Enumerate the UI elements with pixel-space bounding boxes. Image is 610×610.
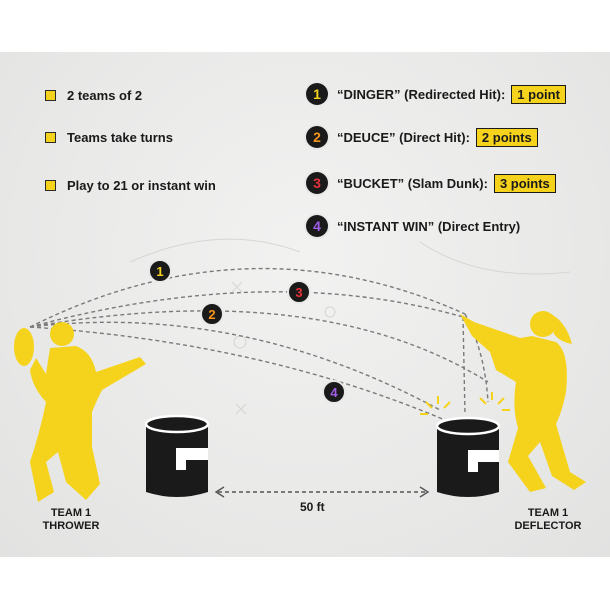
- svg-text:4: 4: [330, 385, 338, 400]
- deflector-silhouette-icon: [460, 311, 586, 492]
- marker-3: 3: [287, 280, 311, 304]
- svg-text:1: 1: [156, 264, 163, 279]
- marker-1: 1: [148, 259, 172, 283]
- scoring-name: “INSTANT WIN” (Direct Entry): [337, 218, 521, 234]
- thrower-caption-line2: THROWER: [42, 520, 100, 532]
- game-panel: 2 teams of 2 Teams take turns Play to 21…: [0, 52, 610, 557]
- number-badge: 3: [306, 172, 328, 194]
- trajectory-4: [29, 326, 446, 421]
- rule-item: 2 teams of 2: [45, 88, 142, 103]
- rule-label: Teams take turns: [67, 130, 173, 145]
- trajectory-1: [29, 267, 466, 328]
- rule-label: Play to 21 or instant win: [67, 178, 216, 193]
- thrower-caption: TEAM 1 THROWER: [34, 507, 108, 533]
- thrower-silhouette-icon: [14, 322, 146, 502]
- distance-arrow: [214, 486, 430, 498]
- trajectory-2: [29, 321, 441, 411]
- background-decor: [129, 238, 571, 415]
- scoring-name: “BUCKET” (Slam Dunk):: [337, 175, 488, 191]
- deflector-caption-line1: TEAM 1: [527, 507, 569, 519]
- trajectory-shared: [29, 291, 464, 328]
- number-badge: 2: [306, 126, 328, 148]
- points-badge: 2 points: [475, 127, 538, 147]
- svg-text:3: 3: [295, 285, 302, 300]
- number-badge: 4: [306, 215, 328, 237]
- field-diagram: 1 3 2 4: [14, 238, 586, 502]
- trajectory-3: [29, 310, 489, 383]
- bullet-square-icon: [45, 132, 56, 143]
- thrower-caption-line1: TEAM 1: [50, 507, 92, 519]
- rule-label: 2 teams of 2: [67, 88, 143, 103]
- impact-burst-icon: [420, 392, 510, 415]
- bullet-square-icon: [45, 180, 56, 191]
- rule-item: Play to 21 or instant win: [45, 178, 216, 193]
- svg-text:2: 2: [208, 307, 215, 322]
- rule-item: Teams take turns: [45, 130, 173, 145]
- points-badge: 1 point: [511, 84, 566, 104]
- right-bucket-icon: [435, 416, 501, 497]
- scoring-item: 1 “DINGER” (Redirected Hit): 1 point: [306, 83, 566, 105]
- scoring-name: “DEUCE” (Direct Hit):: [337, 129, 470, 145]
- marker-4: 4: [322, 380, 346, 404]
- trajectory-3-drop: [462, 316, 466, 416]
- deflector-caption-line2: DEFLECTOR: [514, 520, 582, 532]
- distance-label: 50 ft: [300, 500, 325, 514]
- deflector-caption: TEAM 1 DEFLECTOR: [506, 507, 590, 533]
- number-badge: 1: [306, 83, 328, 105]
- marker-2: 2: [200, 302, 224, 326]
- scoring-name: “DINGER” (Redirected Hit):: [337, 86, 506, 102]
- trajectories: [29, 267, 489, 421]
- scoring-item: 2 “DEUCE” (Direct Hit): 2 points: [306, 126, 538, 148]
- points-badge: 3 points: [493, 173, 556, 193]
- scoring-item: 4 “INSTANT WIN” (Direct Entry): [306, 215, 520, 237]
- scoring-item: 3 “BUCKET” (Slam Dunk): 3 points: [306, 172, 556, 194]
- left-bucket-icon: [144, 414, 210, 497]
- bullet-square-icon: [45, 90, 56, 101]
